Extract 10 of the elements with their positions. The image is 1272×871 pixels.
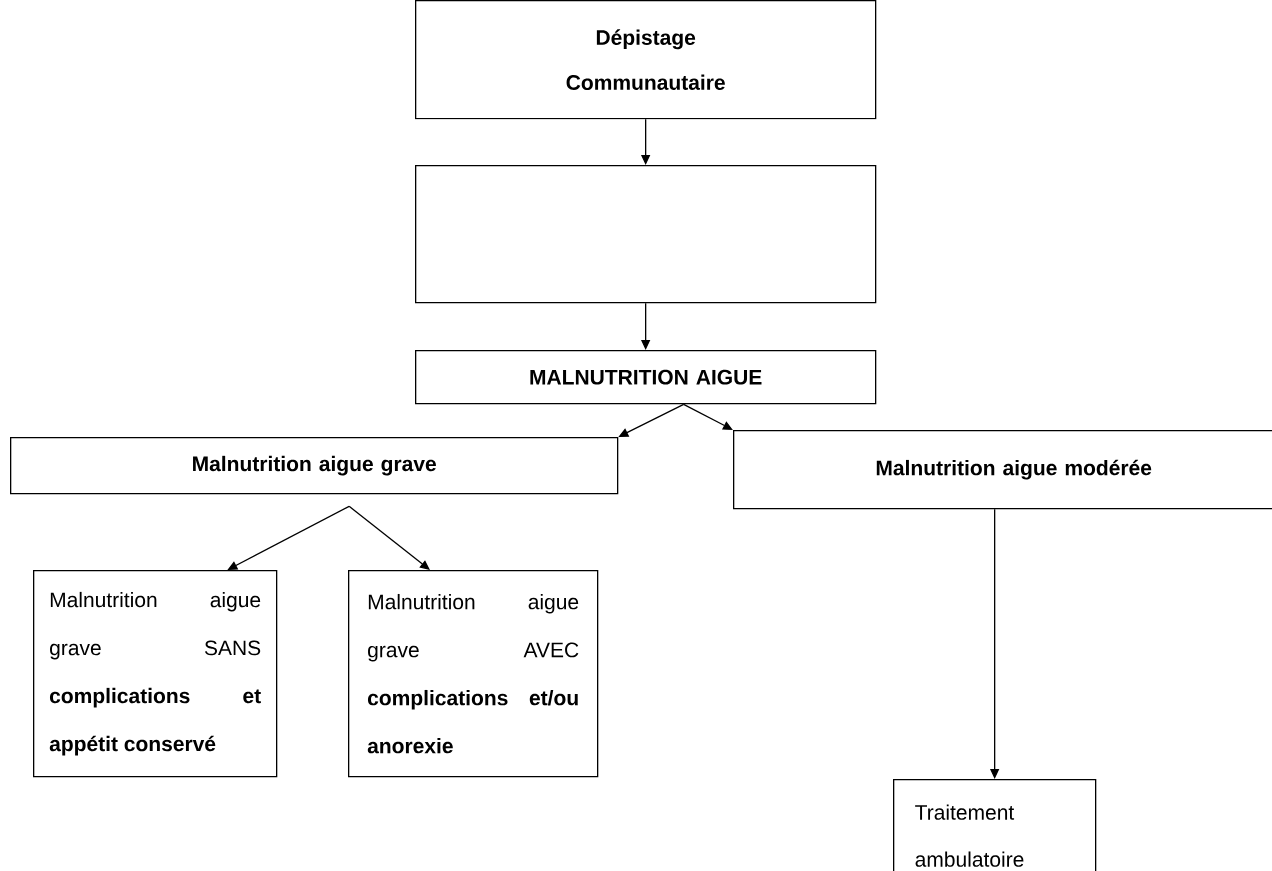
outcome-box: Malnutrition aigue grave AVEC complications et/ou anorexie bbox=[348, 570, 599, 778]
process-box bbox=[415, 165, 877, 304]
process-box: MALNUTRITION AIGUE bbox=[415, 350, 877, 405]
category-box: Malnutrition aigue modérée bbox=[733, 430, 1272, 510]
outcome-box: Malnutrition aigue grave SANS complications et appétit conservé bbox=[33, 570, 278, 778]
process-box: Dépistage Communautaire bbox=[415, 0, 877, 120]
arrow bbox=[683, 403, 733, 430]
arrow bbox=[348, 505, 430, 570]
category-box: Malnutrition aigue grave bbox=[10, 437, 619, 495]
treatment-box: Traitement ambulatoire bbox=[893, 779, 1097, 871]
